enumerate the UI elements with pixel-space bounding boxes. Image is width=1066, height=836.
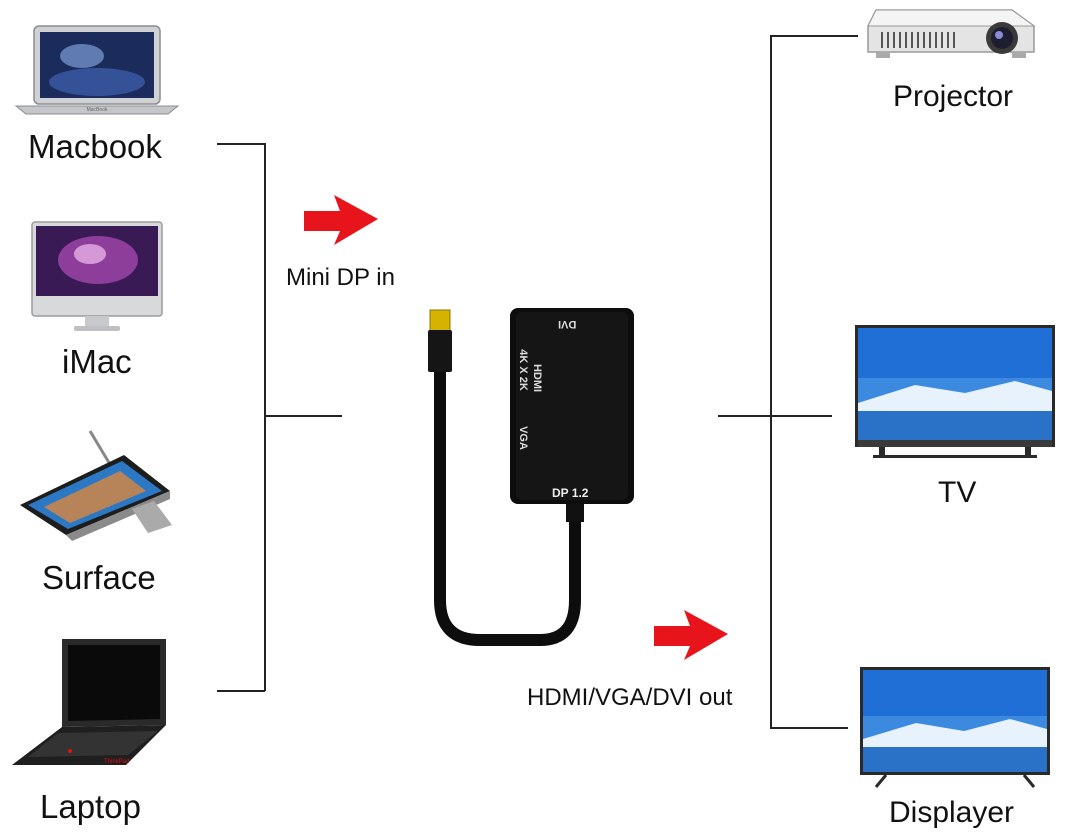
projector-image	[867, 9, 1036, 58]
adapter-spec-label: DP 1.2	[552, 486, 589, 500]
left-bracket-middle	[264, 415, 342, 417]
imac-label: iMac	[62, 343, 132, 380]
input-arrow-icon	[304, 195, 378, 245]
right-bracket-middle	[718, 415, 832, 417]
projector-label: Projector	[893, 80, 1014, 113]
imac-image	[31, 221, 163, 331]
surface-label: Surface	[42, 559, 156, 596]
left-bracket-top	[217, 143, 265, 145]
svg-text:ThinkPad: ThinkPad	[104, 759, 129, 765]
adapter-port-vga: VGA	[516, 426, 529, 450]
adapter-port-hdmi: HDMI	[531, 363, 544, 393]
left-bracket-bottom	[217, 690, 265, 692]
output-flow-label: HDMI/VGA/DVI out	[527, 684, 733, 711]
laptop-image: ThinkPad	[12, 639, 166, 765]
right-bracket-vertical	[770, 35, 772, 728]
adapter-port-dvi: DVI	[558, 318, 577, 330]
laptop-label: Laptop	[40, 788, 141, 825]
adapter-port-hdmi-res: 4K X 2K	[516, 349, 529, 391]
right-bracket-top	[770, 35, 858, 37]
macbook-image: MacBook	[14, 25, 180, 115]
svg-text:MacBook: MacBook	[87, 107, 108, 113]
input-flow-label: Mini DP in	[286, 264, 395, 291]
right-bracket-bottom	[770, 727, 848, 729]
left-bracket-vertical	[264, 143, 266, 691]
output-arrow-icon	[654, 610, 728, 660]
displayer-image	[860, 667, 1050, 788]
displayer-label: Displayer	[889, 796, 1015, 829]
macbook-label: Macbook	[28, 128, 162, 165]
tv-label: TV	[938, 476, 977, 509]
surface-image	[20, 430, 172, 541]
adapter-image	[428, 308, 634, 646]
tv-image	[855, 325, 1055, 458]
